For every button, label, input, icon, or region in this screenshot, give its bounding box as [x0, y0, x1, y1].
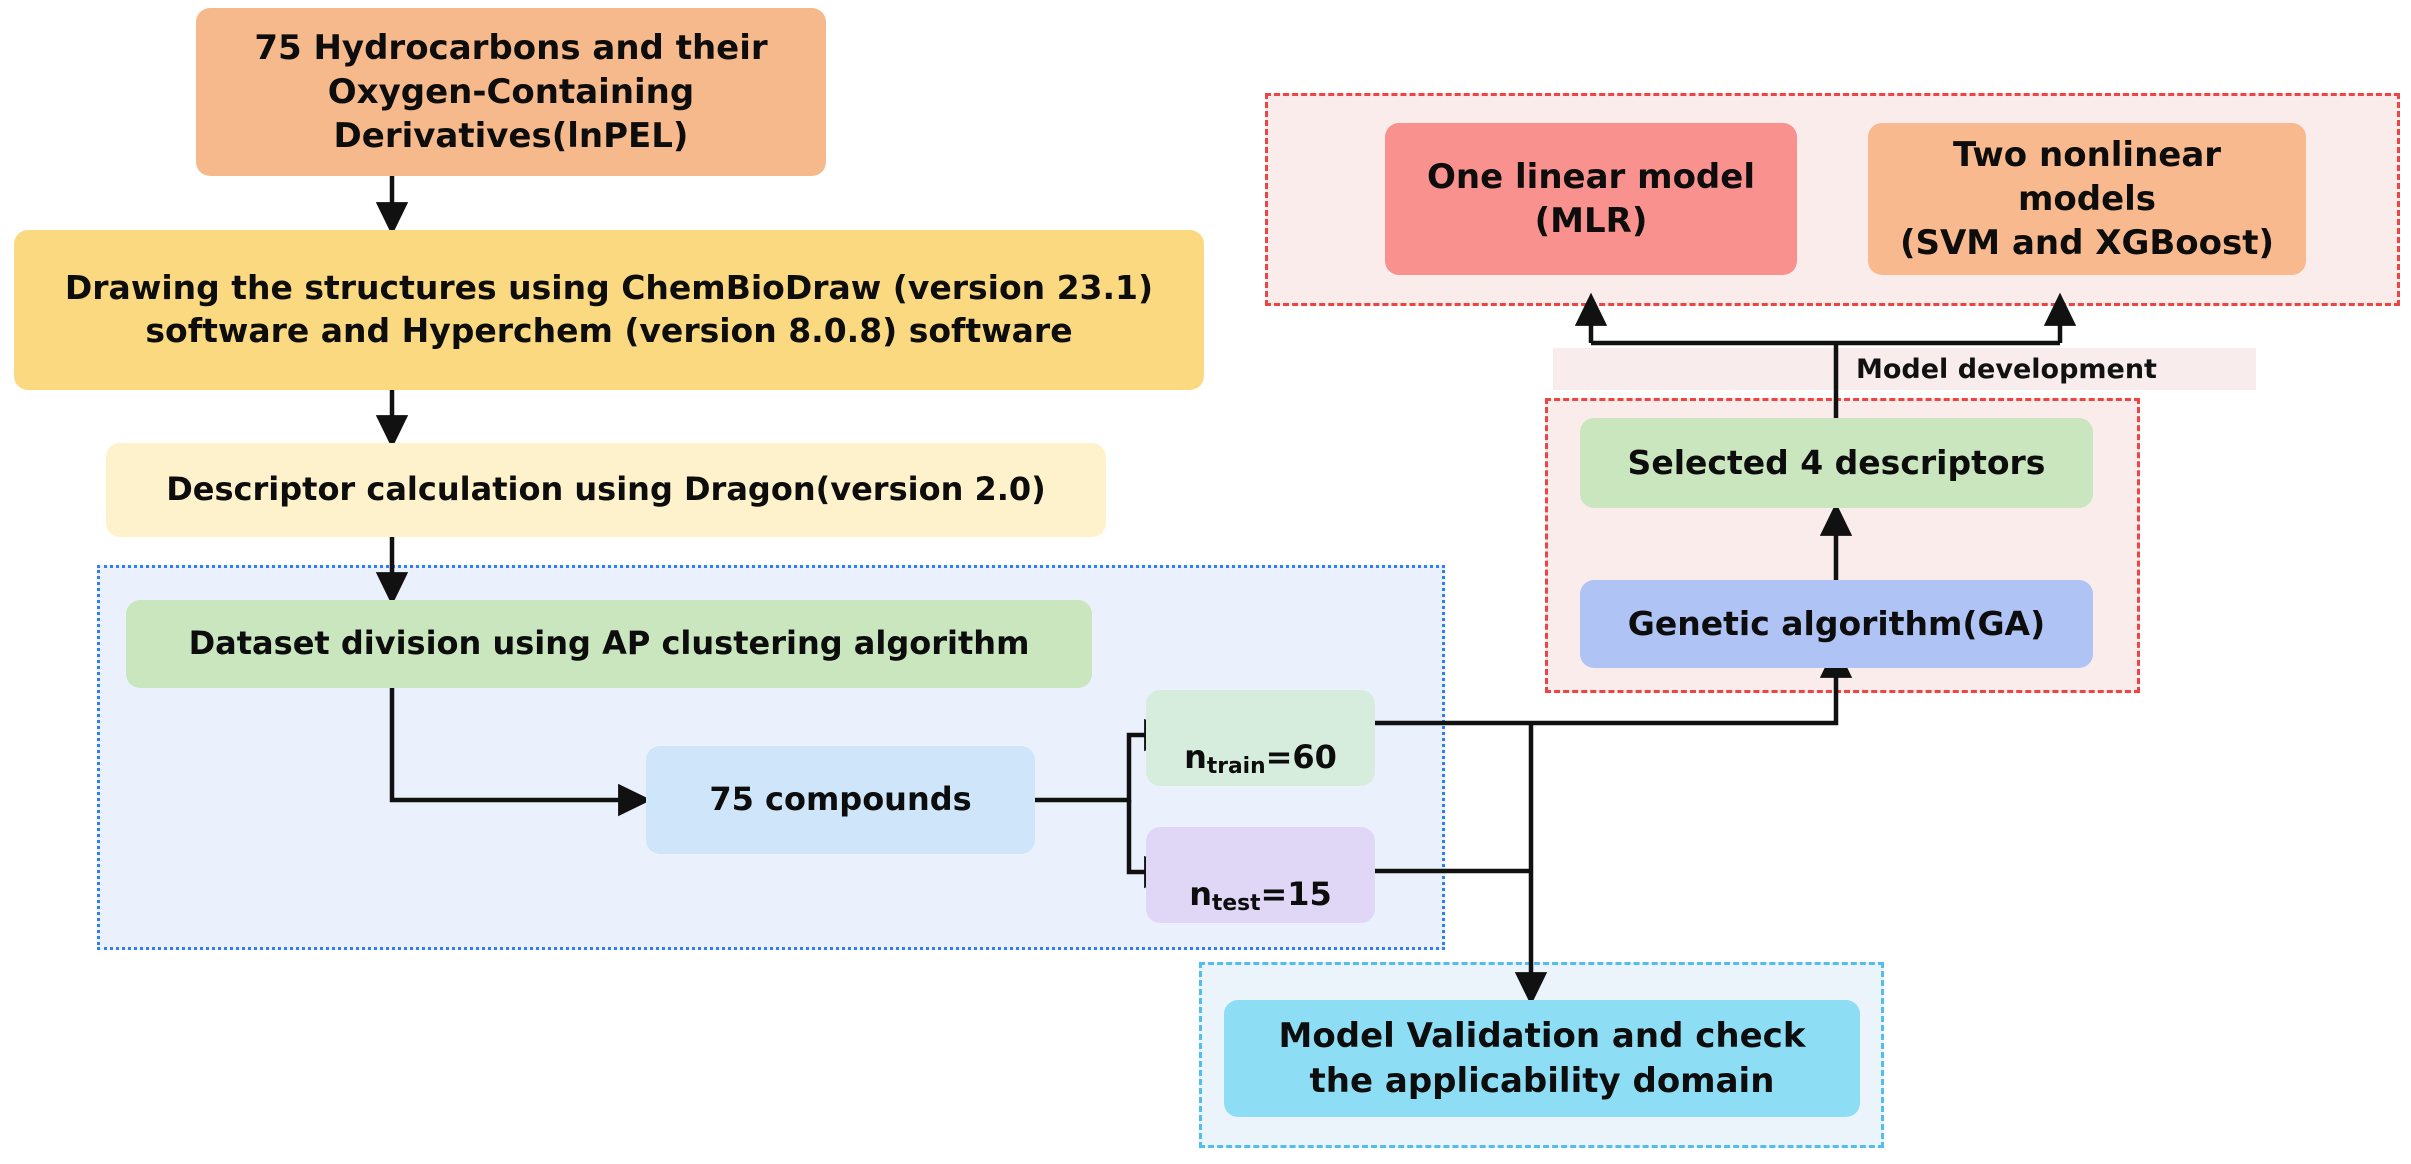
node-mlr-model[interactable]: One linear model (MLR)	[1385, 123, 1797, 275]
node-model-validation[interactable]: Model Validation and check the applicabi…	[1224, 1000, 1860, 1117]
node-model-validation-label: Model Validation and check the applicabi…	[1278, 1016, 1806, 1101]
node-mlr-model-label: One linear model (MLR)	[1427, 156, 1755, 241]
node-drawing-label: Drawing the structures using ChemBioDraw…	[64, 268, 1154, 350]
node-75-compounds-label: 75 compounds	[709, 780, 972, 819]
node-ap-clustering-label: Dataset division using AP clustering alg…	[188, 624, 1030, 663]
node-nonlinear-models[interactable]: Two nonlinear models (SVM and XGBoost)	[1868, 123, 2306, 275]
node-n-test[interactable]: ntest=15	[1146, 827, 1375, 923]
model-development-label: Model development	[1856, 353, 2157, 385]
node-ap-clustering[interactable]: Dataset division using AP clustering alg…	[126, 600, 1092, 688]
node-drawing[interactable]: Drawing the structures using ChemBioDraw…	[14, 230, 1204, 390]
node-dataset-label: 75 Hydrocarbons and their Oxygen-Contain…	[254, 27, 768, 157]
node-selected-descriptors-label: Selected 4 descriptors	[1627, 442, 2046, 482]
model-development-band: Model development	[1553, 348, 2256, 390]
n-test-subscript: test	[1211, 890, 1261, 916]
node-n-test-label: ntest=15	[1189, 874, 1332, 916]
node-descriptor-calculation[interactable]: Descriptor calculation using Dragon(vers…	[106, 443, 1106, 537]
node-genetic-algorithm-label: Genetic algorithm(GA)	[1627, 603, 2046, 643]
node-selected-descriptors[interactable]: Selected 4 descriptors	[1580, 418, 2093, 508]
node-dataset[interactable]: 75 Hydrocarbons and their Oxygen-Contain…	[196, 8, 826, 176]
node-descriptor-calculation-label: Descriptor calculation using Dragon(vers…	[166, 470, 1046, 509]
node-n-train[interactable]: ntrain=60	[1146, 690, 1375, 786]
node-nonlinear-models-label: Two nonlinear models (SVM and XGBoost)	[1899, 134, 2275, 264]
node-genetic-algorithm[interactable]: Genetic algorithm(GA)	[1580, 580, 2093, 668]
n-train-subscript: train	[1206, 753, 1266, 779]
node-n-train-label: ntrain=60	[1184, 737, 1337, 779]
node-75-compounds[interactable]: 75 compounds	[646, 746, 1035, 854]
